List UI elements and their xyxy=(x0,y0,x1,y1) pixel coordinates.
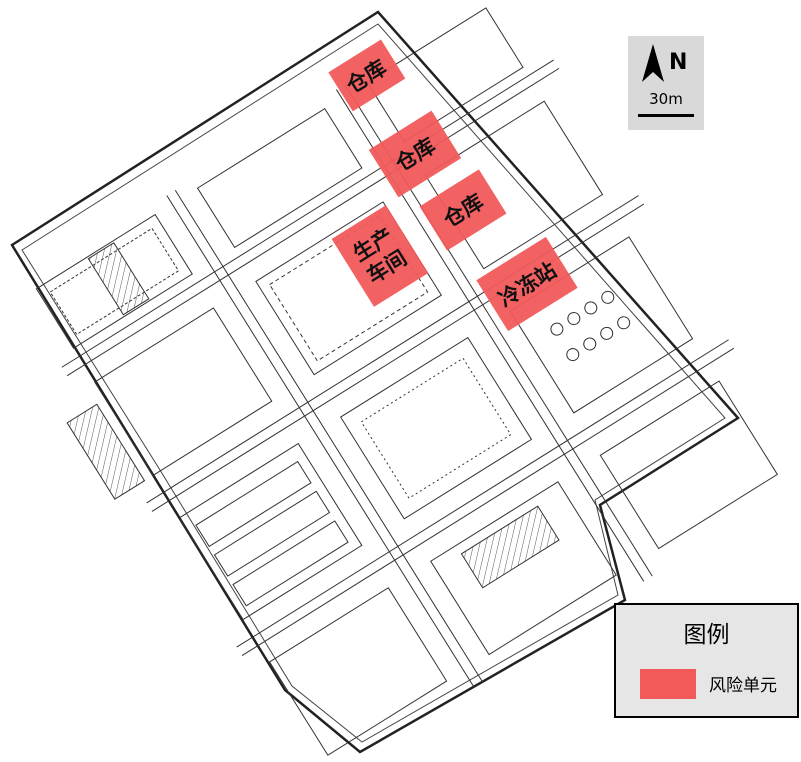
road-line xyxy=(174,189,484,683)
equipment-mark xyxy=(550,322,564,336)
legend-swatch-risk xyxy=(640,669,696,699)
hatched-area xyxy=(460,505,560,589)
north-label: N xyxy=(669,50,688,75)
building-outline xyxy=(196,107,363,249)
building-outline xyxy=(178,442,363,621)
equipment-mark xyxy=(600,326,614,340)
building-outline xyxy=(599,380,779,550)
building-outline xyxy=(268,587,448,756)
legend-label-risk: 风险单元 xyxy=(709,676,777,696)
equipment-mark xyxy=(617,316,631,330)
scale-label: 30m xyxy=(649,90,683,108)
equipment-mark xyxy=(583,337,597,351)
building-outline xyxy=(509,236,694,414)
building-outline xyxy=(430,481,617,656)
risk-unit-warehouse-3: 仓库 xyxy=(419,169,507,251)
risk-unit-production-workshop: 生产 车间 xyxy=(331,205,429,307)
equipment-mark xyxy=(567,312,581,326)
risk-unit-warehouse-2: 仓库 xyxy=(368,110,462,198)
building-outline xyxy=(232,520,349,607)
site-inner-boundary xyxy=(21,23,726,743)
road-line xyxy=(146,195,639,504)
building-outline xyxy=(195,460,312,548)
risk-unit-refrigeration-station: 冷冻站 xyxy=(476,236,578,332)
road-line xyxy=(61,59,554,368)
legend-title: 图例 xyxy=(683,622,730,648)
hatched-area xyxy=(87,242,150,316)
road-line xyxy=(66,67,560,377)
equipment-mark xyxy=(584,301,598,315)
road-line xyxy=(241,347,735,657)
road-line xyxy=(151,203,645,512)
building-outline xyxy=(94,307,273,477)
road-line xyxy=(166,195,475,688)
building-outline xyxy=(213,490,331,577)
hatched-area xyxy=(66,403,146,500)
road-line xyxy=(236,339,729,648)
equipment-mark xyxy=(601,290,615,304)
building-outline xyxy=(35,213,193,349)
building-outline xyxy=(339,336,533,520)
north-arrow-icon xyxy=(642,44,664,82)
legend-box: 图例 风险单元 xyxy=(614,603,799,718)
risk-unit-warehouse-1: 仓库 xyxy=(328,39,406,112)
building-outline xyxy=(360,357,512,499)
equipment-mark xyxy=(566,348,580,362)
building-outline xyxy=(366,7,524,143)
scale-bar xyxy=(638,114,694,117)
north-arrow-box: N 30m xyxy=(628,36,704,130)
